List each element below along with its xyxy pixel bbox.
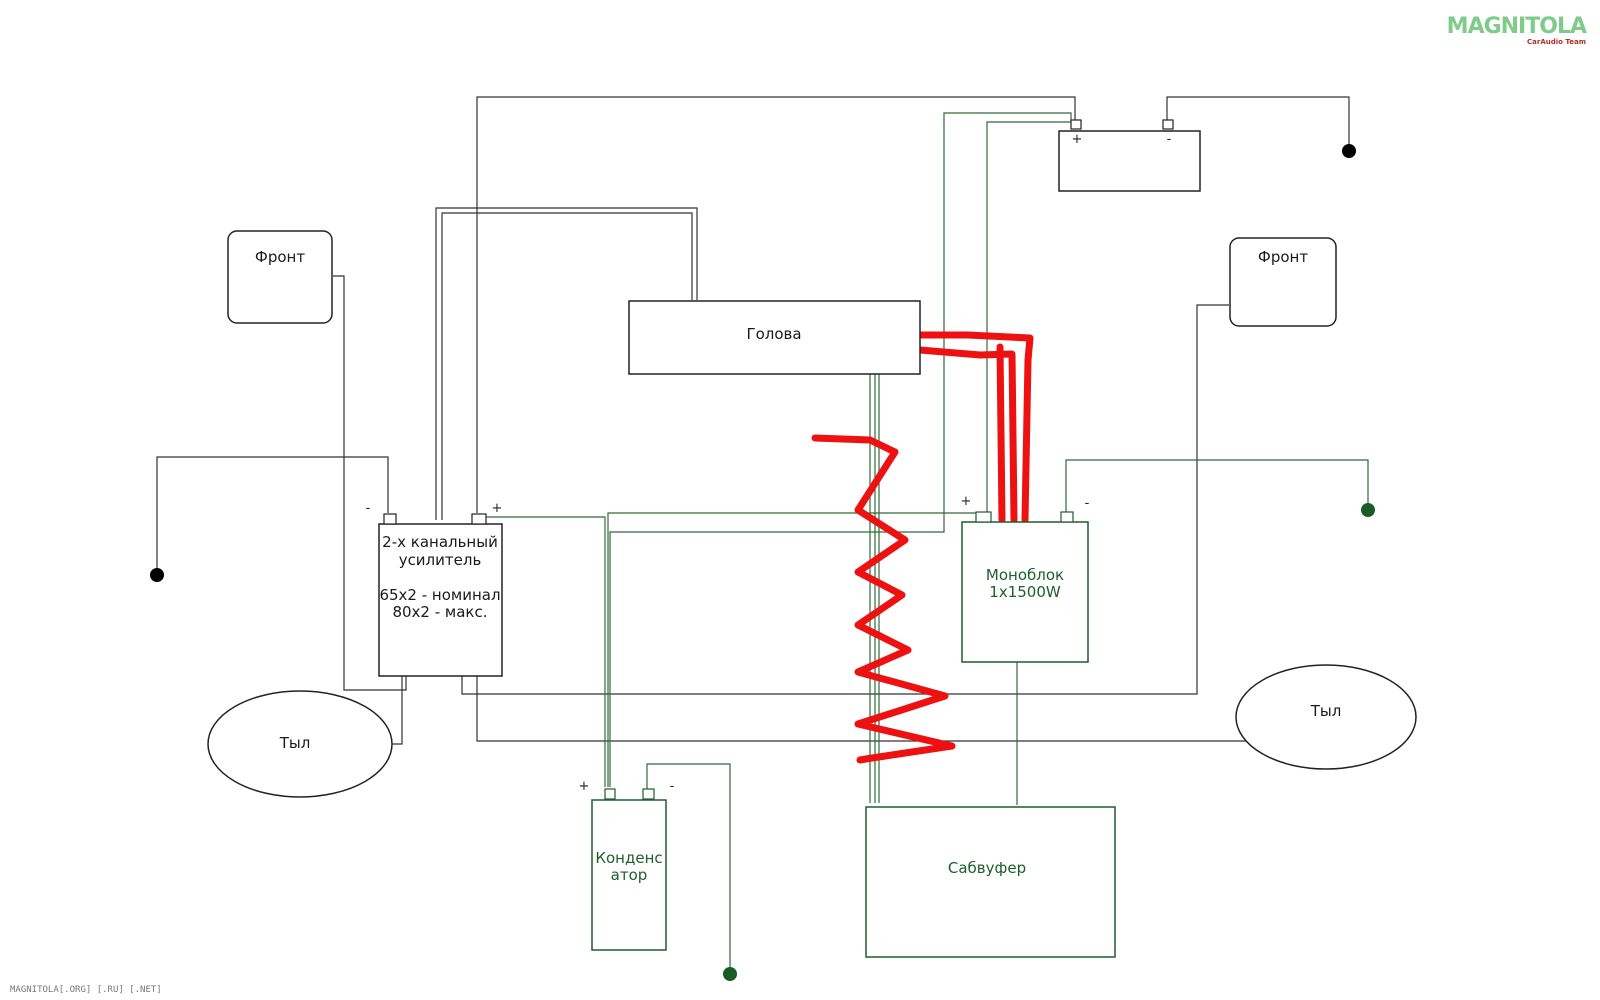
mono-plus-terminal xyxy=(975,511,992,523)
front-left-speaker-wire xyxy=(333,275,407,691)
cap-label-line2: атор xyxy=(611,866,648,884)
battery-minus-terminal xyxy=(1162,119,1174,130)
magnitola-logo: MAGNITOLA CarAudio Team xyxy=(1446,14,1587,47)
subwoofer xyxy=(865,806,1116,958)
mono-plus-sign: + xyxy=(961,494,972,509)
battery-ground-wire xyxy=(1166,96,1350,151)
capacitor xyxy=(591,799,667,951)
rear-left-speaker-wire xyxy=(390,676,403,745)
ground-dot-amp xyxy=(150,568,164,582)
amp-plus-terminal xyxy=(471,513,487,525)
logo-main-text: MAGNITOLA xyxy=(1446,14,1587,39)
subwoofer-label: Сабвуфер xyxy=(948,859,1026,877)
ground-points xyxy=(150,144,1375,981)
cap-minus-sign: - xyxy=(670,779,675,794)
front-right-speaker xyxy=(1229,237,1337,327)
rear-right-label: Тыл xyxy=(1310,702,1342,720)
logo-sub-text: CarAudio Team xyxy=(1527,38,1586,46)
front-right-label: Фронт xyxy=(1258,248,1308,266)
ground-dot-cap xyxy=(723,967,737,981)
amp-2ch xyxy=(378,523,503,677)
cap-plus-terminal xyxy=(604,788,616,800)
ground-dot-mono xyxy=(1361,503,1375,517)
battery-minus-sign: - xyxy=(1167,132,1172,147)
mono-minus-terminal xyxy=(1060,511,1074,523)
rear-left-speaker xyxy=(207,690,393,798)
red-rca-route-1 xyxy=(916,331,1034,524)
front-right-speaker-wire xyxy=(461,304,1229,695)
rca-wire-inner xyxy=(441,212,693,520)
footer-watermark: MAGNITOLA[.ORG] [.RU] [.NET] xyxy=(10,985,162,995)
red-rca-route-2 xyxy=(916,346,1018,524)
cap-plus-sign: + xyxy=(579,779,590,794)
head-unit xyxy=(628,300,921,375)
monoblock xyxy=(961,521,1089,663)
amp-to-cap-wire xyxy=(477,516,606,787)
cap-to-mono-wire xyxy=(607,512,982,787)
amp-minus-sign: - xyxy=(366,501,371,516)
mono-ground-wire xyxy=(1065,459,1369,514)
head-unit-label: Голова xyxy=(746,325,801,343)
battery-plus-terminal xyxy=(1070,119,1082,130)
amp-ground-wire xyxy=(156,456,389,575)
dark-wires xyxy=(156,96,1350,745)
mono-label-line1: Моноблок xyxy=(986,566,1064,584)
rca-wire-outer xyxy=(435,207,698,520)
rear-left-label: Тыл xyxy=(279,734,311,752)
front-left-speaker xyxy=(227,230,333,324)
rear-right-speaker-wire xyxy=(476,676,1246,742)
cap-ground-wire xyxy=(646,763,731,971)
rear-right-speaker xyxy=(1235,664,1417,770)
battery-feed-outer xyxy=(609,112,1072,787)
red-zigzag xyxy=(811,434,956,764)
mono-minus-sign: - xyxy=(1085,496,1090,511)
amp-label-line4: 80x2 - макс. xyxy=(392,603,487,621)
components: Фронт Фронт Голова + - - + 2-х канальный… xyxy=(207,119,1417,958)
amp-label-line3: 65x2 - номинал xyxy=(379,586,500,604)
cap-label-line1: Конденс xyxy=(595,849,662,867)
ground-dot-battery xyxy=(1342,144,1356,158)
amp-label-line1: 2-х канальный xyxy=(382,533,498,551)
amp-power-wire xyxy=(476,96,1076,513)
cap-minus-terminal xyxy=(642,788,655,800)
mono-label-line2: 1x1500W xyxy=(989,583,1061,601)
amp-plus-sign: + xyxy=(492,501,503,516)
red-rca-route-3 xyxy=(996,343,1006,524)
battery-plus-sign: + xyxy=(1072,132,1083,147)
front-left-label: Фронт xyxy=(255,248,305,266)
amp-label-line2: усилитель xyxy=(399,551,482,569)
amp-minus-terminal xyxy=(383,513,397,525)
battery xyxy=(1058,130,1201,192)
red-highlight xyxy=(811,331,1034,764)
